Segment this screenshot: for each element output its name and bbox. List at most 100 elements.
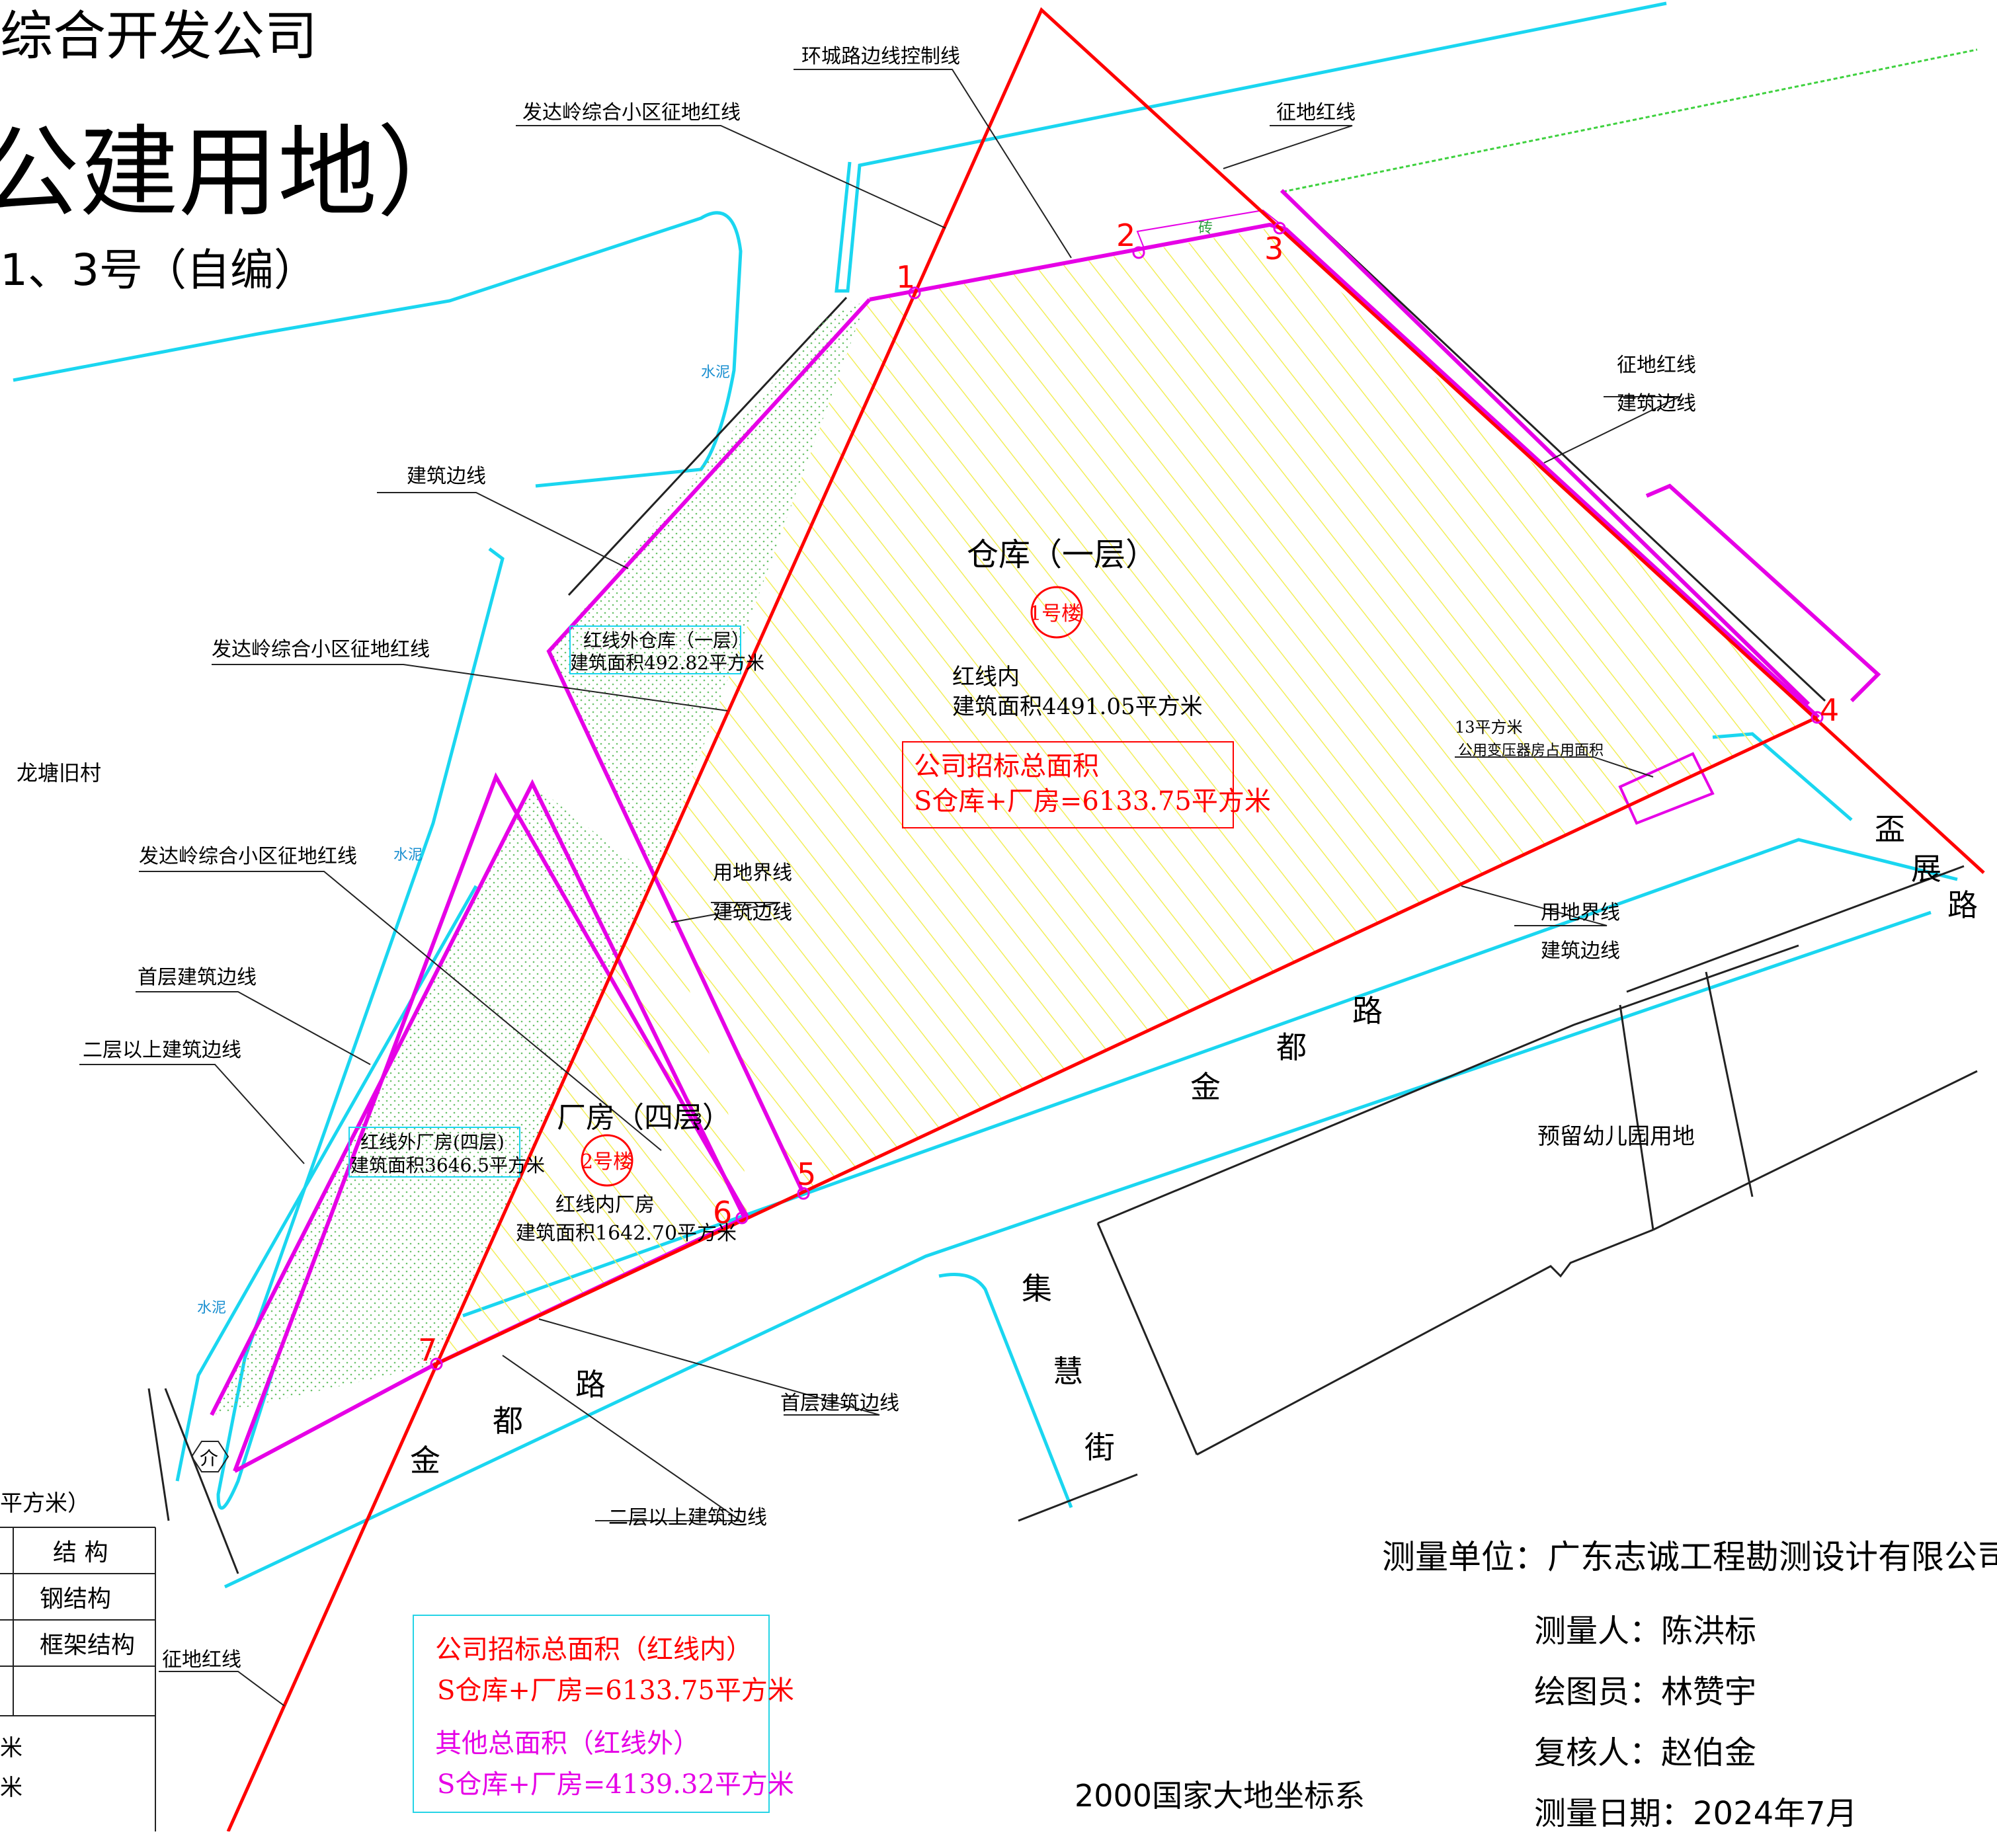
road-char: 展 <box>1911 851 1941 887</box>
table-foot-1: 米 <box>0 1735 22 1761</box>
label-outside-factory: 红线外厂房(四层) <box>360 1131 505 1153</box>
road-char: 都 <box>1276 1029 1307 1065</box>
survey-drafter: 绘图员：林赞宇 <box>1534 1673 1757 1710</box>
label-tender-title: 公司招标总面积 <box>914 751 1099 782</box>
label-factory-floor: 3 <box>693 1111 702 1128</box>
survey-info: 测量单位：广东志诚工程勘测设计有限公司 测量人：陈洪标 绘图员：林赞宇 复核人：… <box>1382 1531 1997 1848</box>
table-header: 结 构 <box>53 1539 108 1566</box>
survey-checker: 复核人：赵伯金 <box>1534 1734 1757 1771</box>
tender-box <box>902 741 1234 828</box>
callout-transformer-desc: 公用变压器房占用面积 <box>1458 743 1604 759</box>
callout-land-red-top: 征地红线 <box>1276 101 1356 124</box>
warehouse-outside-area <box>549 301 866 879</box>
point-4: 4 <box>1820 692 1839 728</box>
label-cement-1: 水泥 <box>701 364 730 381</box>
warehouse-inside-area <box>655 228 1817 1193</box>
callout-building-line-right2: 建筑边线 <box>1541 940 1620 963</box>
label-inside-factory: 红线内厂房 <box>555 1193 655 1217</box>
label-cement-3: 水泥 <box>197 1300 226 1316</box>
road-char: 路 <box>1352 993 1383 1029</box>
callout-building-line-mid: 建筑边线 <box>713 901 792 924</box>
label-factory: 厂房（四层） <box>557 1101 731 1135</box>
callout-building-line-right: 建筑边线 <box>1617 392 1696 415</box>
callout-ring-road: 环城路边线控制线 <box>801 45 960 68</box>
point-3: 3 <box>1264 231 1284 266</box>
label-warehouse: 仓库（一层） <box>967 536 1157 573</box>
road-char: 慧 <box>1053 1353 1083 1389</box>
point-7: 7 <box>418 1332 437 1368</box>
road-char: 金 <box>1190 1069 1221 1105</box>
label-village: 龙塘旧村 <box>17 760 101 785</box>
coordinate-system: 2000国家大地坐标系 <box>1075 1778 1365 1814</box>
label-warehouse-area: 建筑面积4491.05平方米 <box>952 694 1203 720</box>
label-building-2: 2号楼 <box>581 1150 633 1174</box>
road-char: 盃 <box>1875 811 1905 847</box>
point-1: 1 <box>896 259 915 295</box>
point-2: 2 <box>1116 218 1135 253</box>
structure-table: 平方米） 结 构 钢结构 框架结构 米 米 <box>0 1490 156 1831</box>
outside-factory-box <box>348 1127 520 1178</box>
road-char: 集 <box>1022 1271 1052 1306</box>
summary-outside-value: S仓库+厂房=4139.32平方米 <box>437 1769 794 1800</box>
green-boundary <box>1282 48 1978 193</box>
road-char: 路 <box>1947 887 1978 923</box>
callout-upper-floor-bottom: 二层以上建筑边线 <box>608 1506 767 1529</box>
callout-upper-floor-left: 二层以上建筑边线 <box>83 1039 241 1062</box>
cyan-lines <box>13 1 1958 1589</box>
callout-building-line-left: 建筑边线 <box>407 465 486 488</box>
road-jindu-east: 金 都 路 <box>1190 993 1383 1105</box>
red-lines <box>226 7 1985 1831</box>
summary-outside-title: 其他总面积（红线外） <box>435 1728 700 1759</box>
building-1-circle <box>1030 586 1083 639</box>
black-lines <box>147 190 1978 1574</box>
label-outside-factory-area: 建筑面积3646.5平方米 <box>350 1154 545 1176</box>
label-building-1: 1号楼 <box>1029 602 1081 625</box>
summary-inside-title: 公司招标总面积（红线内） <box>435 1634 753 1665</box>
survey-unit: 测量单位：广东志诚工程勘测设计有限公司 <box>1382 1538 1997 1576</box>
callout-land-red-right: 征地红线 <box>1617 354 1696 377</box>
label-inside-factory-area: 建筑面积1642.70平方米 <box>516 1222 737 1245</box>
table-row-steel: 钢结构 <box>40 1586 111 1613</box>
callout-ground-floor-bottom: 首层建筑边线 <box>780 1392 899 1415</box>
point-6: 6 <box>713 1195 732 1230</box>
callout-fadaling-red-1: 发达岭综合小区征地红线 <box>522 101 741 124</box>
title-lot-number: 1、3号（自编） <box>0 245 317 296</box>
outside-warehouse-box <box>569 625 741 674</box>
point-5: 5 <box>797 1156 816 1192</box>
survey-surveyor: 测量人：陈洪标 <box>1534 1613 1757 1650</box>
survey-date: 测量日期：2024年7月 <box>1534 1795 1857 1832</box>
callout-fadaling-red-2: 发达岭综合小区征地红线 <box>212 638 430 661</box>
point-labels: 1 2 3 4 5 6 7 <box>418 218 1839 1368</box>
callout-boundary-mid: 用地界线 <box>713 862 792 885</box>
leader-lines <box>79 69 1680 1707</box>
callout-labels: 环城路边线控制线 发达岭综合小区征地红线 征地红线 征地红线 建筑边线 建筑边线… <box>83 45 1696 1671</box>
table-caption: 平方米） <box>0 1490 90 1517</box>
label-cement-2: 水泥 <box>393 847 423 864</box>
label-inside-red: 红线内 <box>952 664 1020 690</box>
road-mengzhan: 盃 展 路 <box>1875 811 1978 923</box>
label-outside-warehouse: 红线外仓库（一层） <box>583 629 750 651</box>
building-2-circle <box>581 1134 633 1187</box>
road-char: 街 <box>1084 1429 1115 1465</box>
station-markers <box>430 221 1824 1371</box>
road-jihui: 集 慧 街 <box>1022 1271 1115 1465</box>
callout-ground-floor-left: 首层建筑边线 <box>138 966 257 989</box>
callout-land-red-bottom: 征地红线 <box>162 1648 241 1671</box>
compass-marker <box>190 1441 229 1472</box>
compass-icon: 介 <box>200 1447 218 1469</box>
label-kindergarten: 预留幼儿园用地 <box>1537 1123 1695 1150</box>
callout-fadaling-red-3: 发达岭综合小区征地红线 <box>139 845 357 868</box>
area-summary-box: 公司招标总面积（红线内） S仓库+厂房=6133.75平方米 其他总面积（红线外… <box>413 1615 794 1813</box>
road-char: 路 <box>575 1367 606 1402</box>
title-company: 综合开发公司 <box>0 5 317 67</box>
factory-inside-area <box>433 879 747 1365</box>
summary-inside-value: S仓库+厂房=6133.75平方米 <box>437 1675 794 1706</box>
callout-transformer-area: 13平方米 <box>1455 718 1523 737</box>
label-brick: 砖 <box>1198 220 1213 237</box>
label-outside-warehouse-area: 建筑面积492.82平方米 <box>570 652 764 674</box>
table-foot-2: 米 <box>0 1775 22 1801</box>
road-jindu-west: 金 都 路 <box>410 1367 606 1478</box>
road-char: 金 <box>410 1443 440 1478</box>
title-land-use: 公建用地） <box>0 116 477 231</box>
